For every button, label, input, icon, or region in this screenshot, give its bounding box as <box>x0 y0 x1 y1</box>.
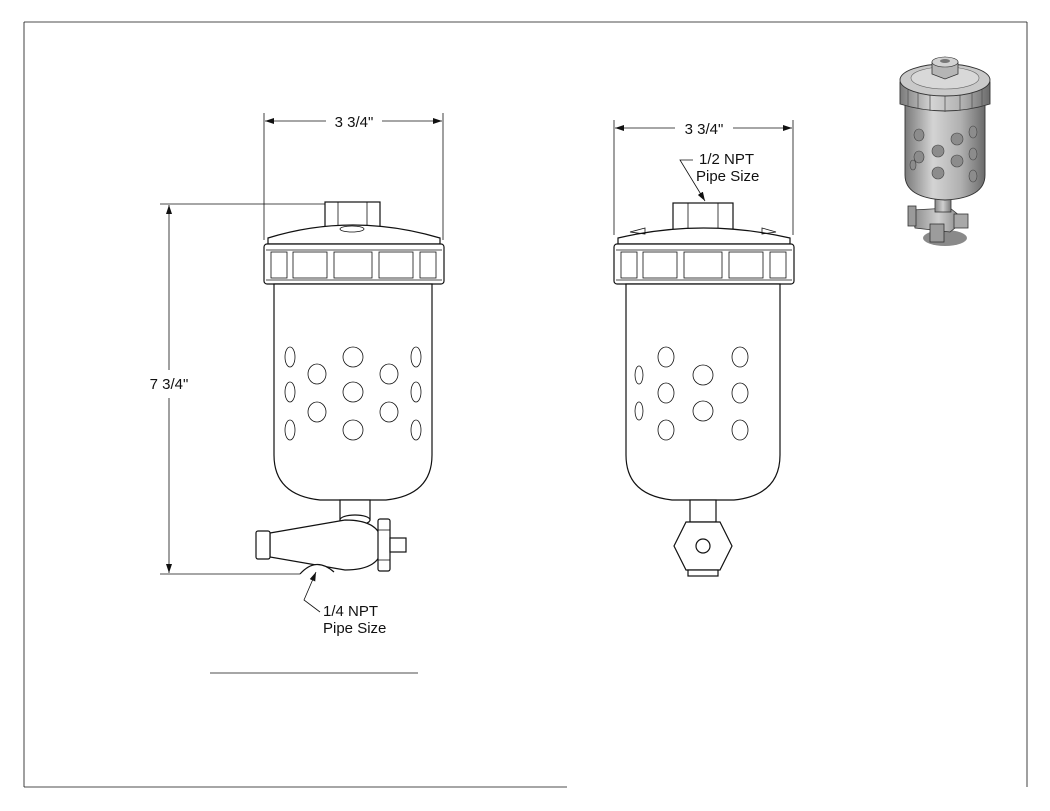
height-dimension: 7 3/4" <box>147 203 325 575</box>
right-width-label: 3 3/4" <box>685 121 724 138</box>
inlet-port-callout: 1/2 NPT Pipe Size <box>679 151 759 202</box>
inlet-port-size: 1/2 NPT <box>699 151 754 168</box>
drain-port-label: Pipe Size <box>323 620 386 637</box>
left-width-label: 3 3/4" <box>335 114 374 131</box>
front-view-drawing <box>255 201 445 575</box>
drain-port-size: 1/4 NPT <box>323 603 378 620</box>
sheet-border <box>23 21 1028 788</box>
left-width-dimension: 3 3/4" <box>263 113 444 240</box>
side-view-drawing <box>613 202 795 577</box>
drain-port-callout: 1/4 NPT Pipe Size <box>303 571 386 637</box>
inlet-port-label: Pipe Size <box>696 168 759 185</box>
right-width-dimension: 3 3/4" <box>613 120 794 235</box>
height-label: 7 3/4" <box>150 376 189 393</box>
isometric-render <box>899 56 991 246</box>
